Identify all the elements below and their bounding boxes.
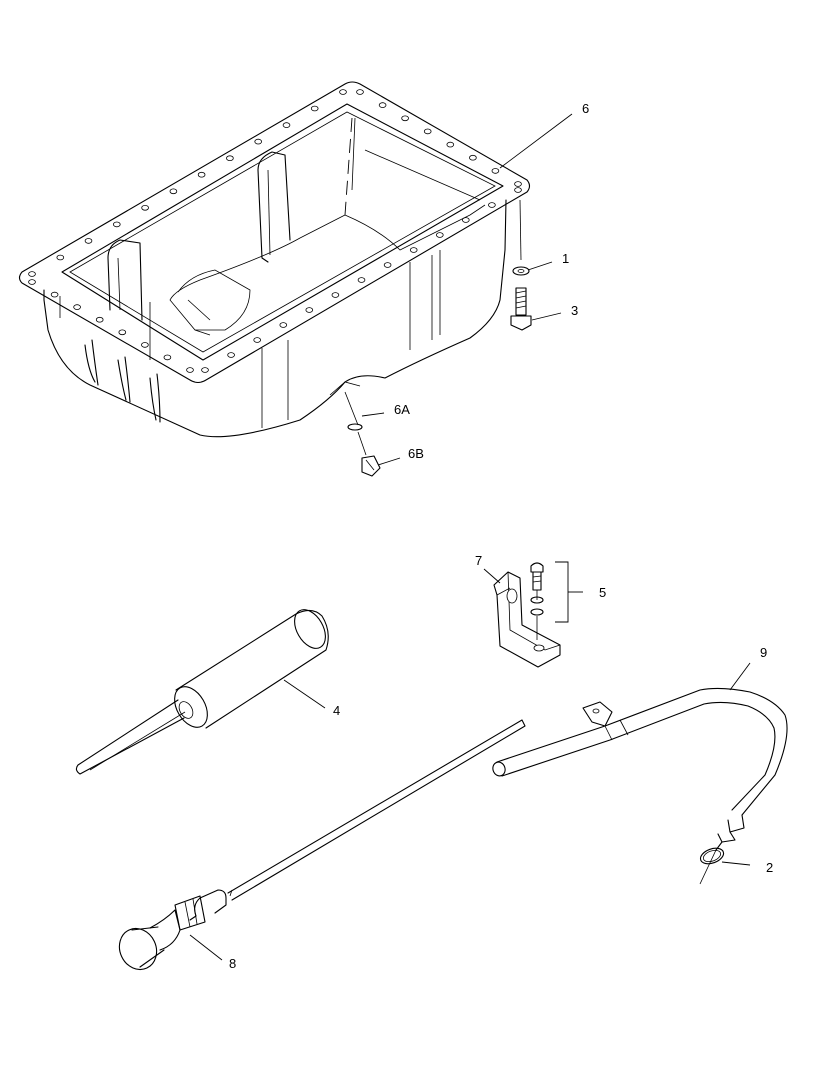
bolt-hole	[254, 138, 263, 145]
bolt-hole	[310, 105, 319, 112]
bolt-hole	[141, 342, 149, 348]
bolt-hole	[491, 168, 500, 174]
washer-and-bolt	[510, 199, 532, 331]
tube-bracket	[493, 571, 561, 668]
bolt-hole	[28, 271, 36, 277]
dipstick	[118, 719, 526, 971]
bolt-hole	[197, 171, 206, 178]
bolt-hole	[186, 367, 194, 373]
bolt-hole	[378, 102, 387, 108]
bolt-hole	[461, 217, 470, 223]
bolt-hole	[305, 307, 314, 313]
bolt-hole	[409, 247, 418, 253]
bolt-hole	[469, 154, 477, 161]
bolt-hole	[163, 354, 172, 361]
bolt-hole	[446, 141, 455, 148]
leader-lines	[189, 113, 751, 961]
bolt-hole	[356, 89, 364, 95]
bolt-hole	[226, 155, 234, 162]
callout-4: 4	[333, 703, 341, 718]
callout-6: 6	[582, 101, 590, 116]
bolt-hole	[28, 279, 36, 285]
callout-7: 7	[475, 553, 483, 568]
bolt-hole	[339, 89, 347, 95]
dipstick-tube	[492, 687, 788, 885]
bolt-hole	[141, 205, 149, 211]
callout-6a: 6A	[394, 402, 410, 417]
bolt-hole	[279, 322, 288, 328]
bolt-hole	[357, 277, 366, 283]
bolt-hole	[95, 316, 104, 323]
bolt-hole	[383, 262, 392, 268]
callout-2: 2	[766, 860, 774, 875]
bolt-hole	[118, 329, 127, 336]
bolt-hole	[56, 254, 65, 261]
callout-8: 8	[229, 956, 237, 971]
installer-tool	[75, 609, 329, 775]
callout-9: 9	[760, 645, 768, 660]
callout-3: 3	[571, 303, 579, 318]
bolt-hole	[423, 128, 432, 135]
bolt-hole	[401, 115, 409, 122]
bolt-hole	[435, 232, 444, 238]
flange-bolt-holes	[28, 89, 522, 373]
bolt-hole	[169, 188, 178, 195]
bolt-hole	[50, 291, 59, 298]
bolt-hole	[113, 221, 121, 228]
bolt-hole	[282, 122, 291, 128]
bolt-hole	[514, 181, 522, 187]
callout-6b: 6B	[408, 446, 424, 461]
bolt-hole	[227, 352, 235, 358]
o-ring	[699, 847, 725, 865]
bolt-hole	[331, 292, 340, 298]
bolt-hole	[488, 202, 496, 208]
bolt-hole	[514, 187, 522, 193]
bolt-hole	[253, 337, 262, 343]
oil-pan	[18, 81, 531, 438]
bracket-hardware	[530, 561, 569, 640]
callout-1: 1	[562, 251, 570, 266]
drain-plug-assembly	[344, 391, 381, 477]
bolt-hole	[73, 304, 81, 310]
callout-5: 5	[599, 585, 607, 600]
bolt-hole	[84, 238, 93, 244]
bolt-hole	[201, 367, 209, 373]
